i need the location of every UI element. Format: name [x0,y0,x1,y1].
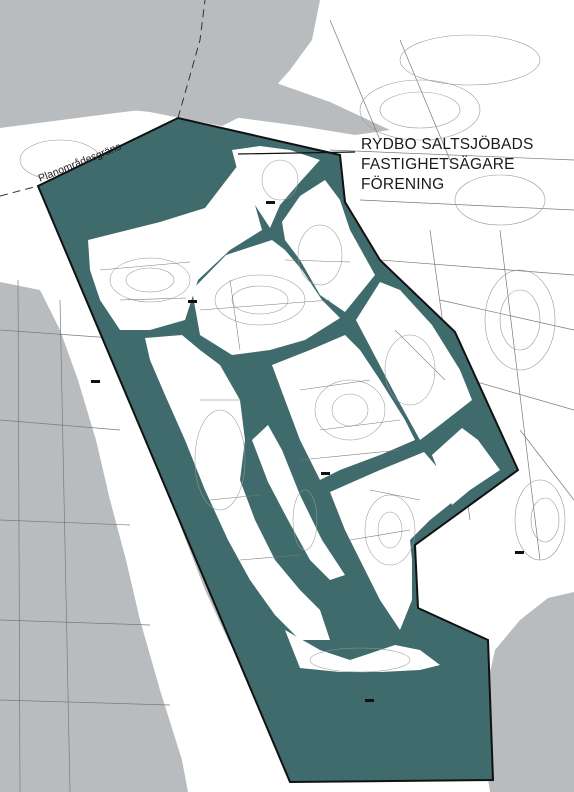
plan-markers [91,201,524,702]
marker [321,472,330,475]
marker [91,380,100,383]
block-east-lower [432,428,500,505]
block-northeast [282,180,375,312]
plan-area-property-lines [99,259,446,561]
block-west-strip [145,335,330,640]
residential-blocks [88,146,500,672]
block-east-upper [356,282,472,440]
owner-label-line-2: FASTIGHETSÄGARE [361,156,515,173]
block-center [272,335,415,480]
block-center-north [192,240,340,355]
owner-label-leader [237,151,356,155]
block-north [232,146,320,228]
water-north-bay [130,60,390,135]
plan-area-boundary [36,116,520,784]
block-inner-loop [252,425,345,580]
owner-label-line-3: FÖRENING [361,175,444,193]
marker [266,201,275,204]
block-south-tip [285,630,440,672]
marker [515,551,524,554]
marker [365,699,374,702]
owner-label-line-1: RYDBO SALTSJÖBADS [361,135,534,153]
marker [188,300,197,303]
water-west-channel [0,282,188,792]
water-southeast [482,592,574,792]
dashed-boundary-line [0,0,206,197]
block-south-center [330,452,455,630]
block-west-large [88,165,262,330]
